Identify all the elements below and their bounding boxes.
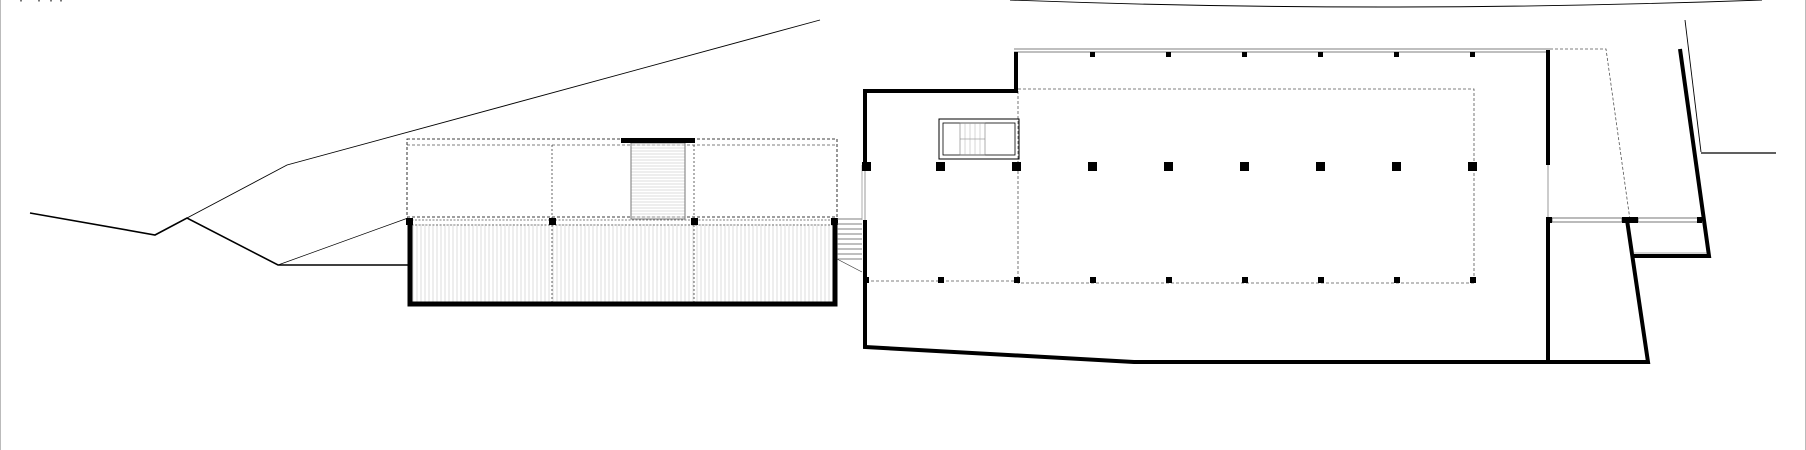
east-annex xyxy=(1546,48,1712,258)
connector-stair xyxy=(836,218,863,273)
main-hall xyxy=(861,48,1651,364)
stair-core xyxy=(938,118,1020,160)
column-grid xyxy=(862,52,1477,283)
corner-marks xyxy=(20,0,62,2)
west-pavilion xyxy=(406,138,838,307)
central-stair xyxy=(621,138,695,220)
terrain-line xyxy=(29,0,1776,266)
